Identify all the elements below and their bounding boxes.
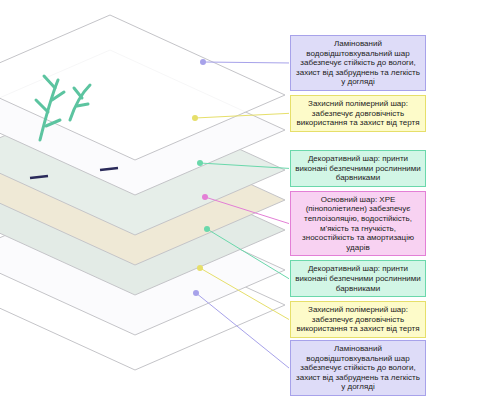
leader-line (205, 197, 289, 224)
callout-text: Декоративний шар: принти виконані безпеч… (295, 154, 421, 183)
leader-dot (192, 115, 198, 121)
callout-text: Захисний полімерний шар: забезпечує довг… (295, 305, 421, 334)
callout-text: Декоративний шар: принти виконані безпеч… (295, 264, 421, 293)
stitch-dashes (30, 168, 118, 178)
leader-line (195, 113, 289, 118)
laminate-sheet (0, 15, 285, 160)
callout-text: Захисний полімерний шар: забезпечує довг… (295, 99, 421, 128)
callout-text: Ламінований водовідштовхувальний шар заб… (295, 39, 421, 87)
leader-dot (200, 59, 206, 65)
seaweed-print (36, 76, 90, 140)
leader-dot (204, 226, 210, 232)
callout-text: Ламінований водовідштовхувальний шар заб… (295, 344, 421, 392)
leader-line (203, 62, 289, 64)
leader-dot (193, 290, 199, 296)
leader-line (196, 293, 289, 368)
callout-box: Ламінований водовідштовхувальний шар заб… (290, 35, 426, 91)
leader-line (207, 229, 289, 279)
leader-dot (197, 160, 203, 166)
callout-box: Захисний полімерний шар: забезпечує довг… (290, 95, 426, 132)
callout-box: Декоративний шар: принти виконані безпеч… (290, 150, 426, 187)
callout-box: Основний шар: XPE (пінополіетилен) забез… (290, 191, 426, 257)
leader-dot (197, 265, 203, 271)
leader-line (200, 268, 289, 320)
callout-box: Декоративний шар: принти виконані безпеч… (290, 260, 426, 297)
leader-line (200, 163, 289, 168)
callout-text: Основний шар: XPE (пінополіетилен) забез… (295, 195, 421, 253)
leader-dot (202, 194, 208, 200)
callout-box: Ламінований водовідштовхувальний шар заб… (290, 340, 426, 396)
callout-box: Захисний полімерний шар: забезпечує довг… (290, 301, 426, 338)
